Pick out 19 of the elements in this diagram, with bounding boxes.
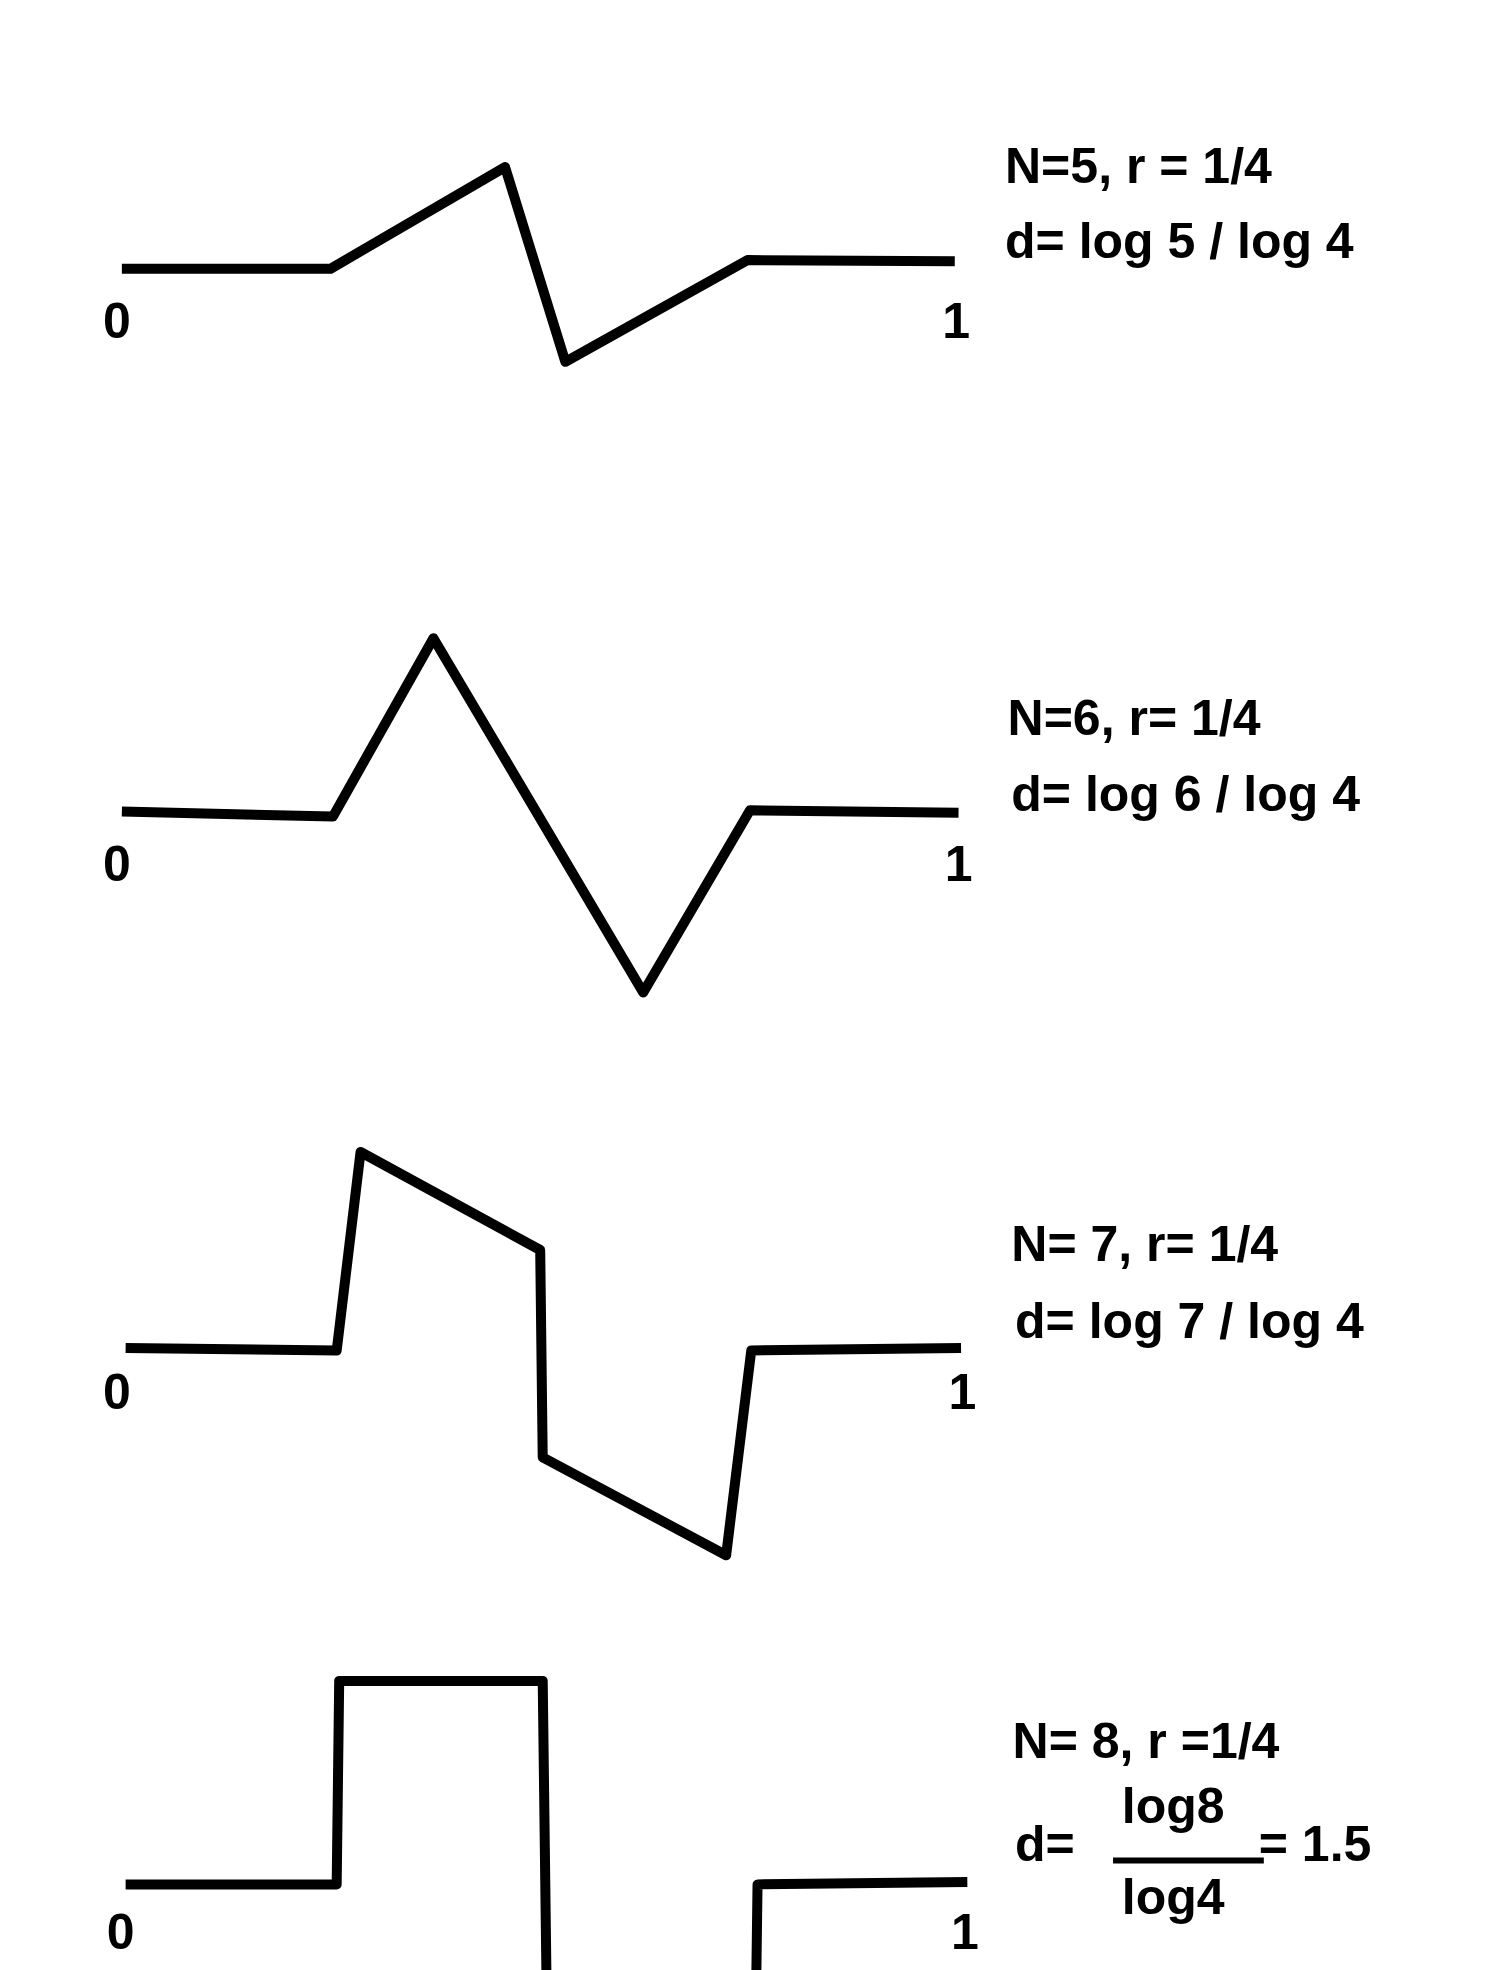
axis-label: 1 [951,1907,979,1958]
axis-label: 0 [103,1366,131,1417]
axis-label: 1 [948,1366,977,1417]
axis-label: 1 [942,296,970,347]
formula-text: d= log 6 / log 4 [1011,768,1360,819]
formula-text: N=6, r= 1/4 [1007,693,1261,744]
axis-label: 0 [106,1907,135,1958]
formula-text: d= [1015,1819,1075,1870]
axis-label: 1 [944,839,973,890]
formula-text: N= 7, r= 1/4 [1011,1218,1279,1269]
axis-label: 0 [103,296,131,347]
formula-text: = 1.5 [1258,1819,1372,1870]
formula-text: log8 [1121,1781,1225,1832]
formula-text: d= log 7 / log 4 [1015,1296,1364,1347]
formula-text: d= log 5 / log 4 [1005,216,1354,267]
formula-text: N= 8, r =1/4 [1012,1716,1280,1767]
formula-text: log4 [1121,1871,1225,1922]
axis-label: 0 [103,839,131,890]
formula-text: N=5, r = 1/4 [1005,140,1272,191]
